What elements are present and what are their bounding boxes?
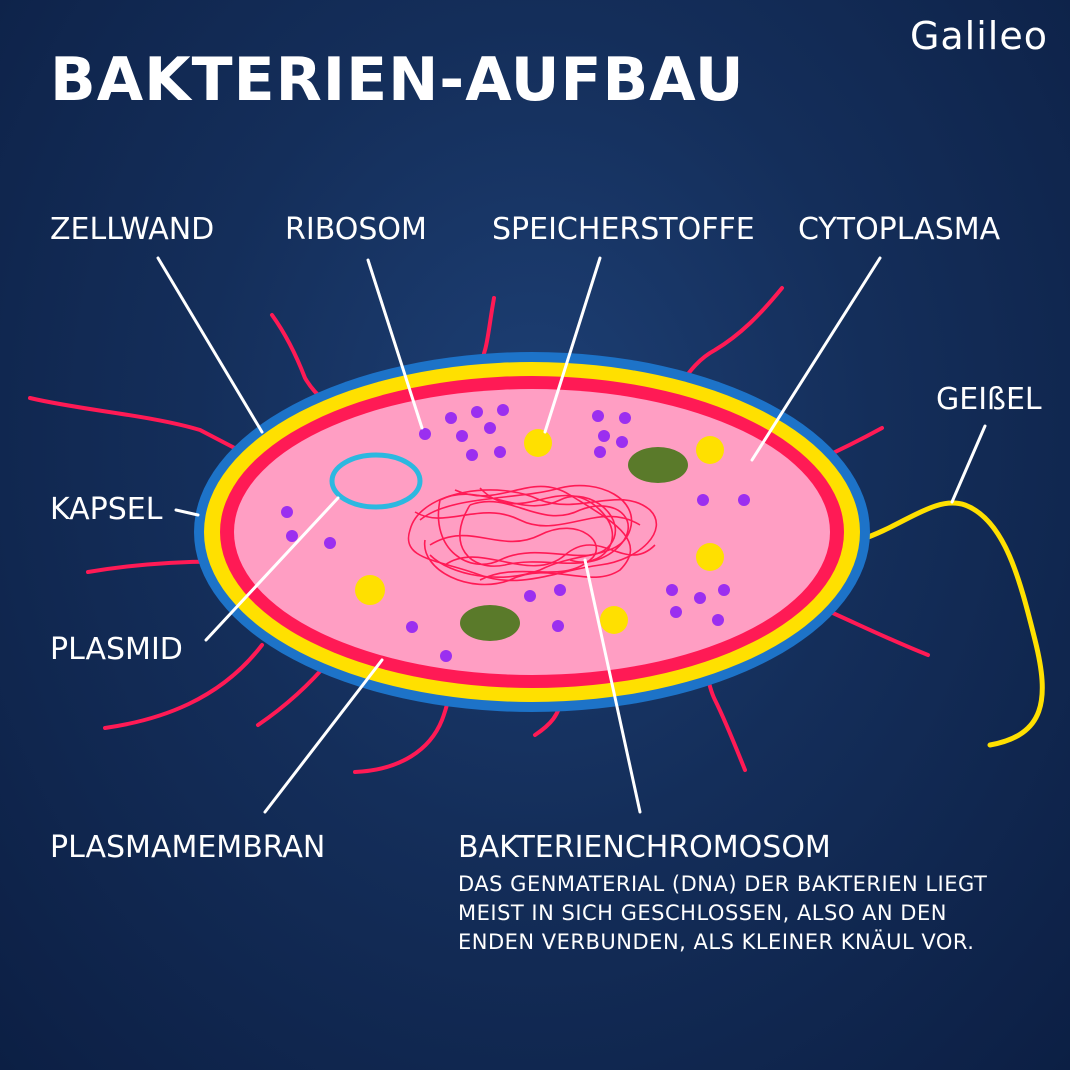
ribosome — [445, 412, 457, 424]
ribosome — [552, 620, 564, 632]
ribosome — [712, 614, 724, 626]
pilus — [676, 286, 784, 390]
label-bakterienchromosom: BAKTERIENCHROMOSOM — [458, 830, 831, 865]
ribosome — [471, 406, 483, 418]
ribosome — [670, 606, 682, 618]
storage-granule — [600, 606, 628, 634]
plasmid-ring — [329, 452, 423, 510]
pointer-plasmamembran — [263, 658, 384, 814]
pointer-kapsel — [174, 508, 200, 517]
ribosome — [281, 506, 293, 518]
ribosome — [456, 430, 468, 442]
ribosome — [594, 446, 606, 458]
ribosome — [419, 428, 431, 440]
ribosomes-group — [281, 404, 750, 662]
ribosome — [738, 494, 750, 506]
ribosome — [554, 584, 566, 596]
label-speicherstoffe: SPEICHERSTOFFE — [492, 212, 755, 247]
storage-granule — [524, 429, 552, 457]
pointer-zellwand — [156, 256, 264, 434]
ribosome — [324, 537, 336, 549]
ribosome — [592, 410, 604, 422]
ribosome — [286, 530, 298, 542]
ribosome — [524, 590, 536, 602]
ribosome — [718, 584, 730, 596]
speicherstoffe-group — [355, 429, 724, 634]
bacterial-chromosome — [407, 484, 657, 586]
label-ribosom: RIBOSOM — [285, 212, 427, 247]
granule — [628, 447, 688, 483]
label-geissel: GEIßEL — [936, 382, 1042, 417]
storage-granule — [696, 436, 724, 464]
brand-logo: Galileo — [909, 14, 1048, 58]
pilus — [103, 643, 264, 730]
pointer-cytoplasma — [750, 256, 882, 462]
label-zellwand: ZELLWAND — [50, 212, 215, 247]
ribosome — [619, 412, 631, 424]
granule — [460, 605, 520, 641]
ribosome — [666, 584, 678, 596]
storage-granule — [696, 543, 724, 571]
page-title: BAKTERIEN-AUFBAU — [50, 45, 745, 115]
ribosome — [497, 404, 509, 416]
pointer-ribosom — [366, 258, 424, 430]
storage-granule — [355, 575, 385, 605]
ribosome — [694, 592, 706, 604]
pointer-plasmid — [204, 496, 340, 642]
ribosome — [598, 430, 610, 442]
pilus — [28, 396, 250, 457]
pointer-geissel — [950, 424, 987, 504]
ribosome — [484, 422, 496, 434]
ribosome — [466, 449, 478, 461]
pointer-chromosom — [583, 558, 642, 814]
label-cytoplasma: CYTOPLASMA — [798, 212, 1001, 247]
pointer-lines — [156, 256, 987, 814]
ribosome — [440, 650, 452, 662]
label-kapsel: KAPSEL — [50, 492, 163, 527]
pointer-speicherstoffe — [543, 256, 602, 434]
flagellum — [857, 500, 1045, 748]
ribosome — [616, 436, 628, 448]
label-plasmamembran: PLASMAMEMBRAN — [50, 830, 326, 865]
ribosome — [494, 446, 506, 458]
label-plasmid: PLASMID — [50, 632, 183, 667]
ribosome — [697, 494, 709, 506]
chromosom-description: DAS GENMATERIAL (DNA) DER BAKTERIEN LIEG… — [458, 872, 988, 954]
ribosome — [406, 621, 418, 633]
